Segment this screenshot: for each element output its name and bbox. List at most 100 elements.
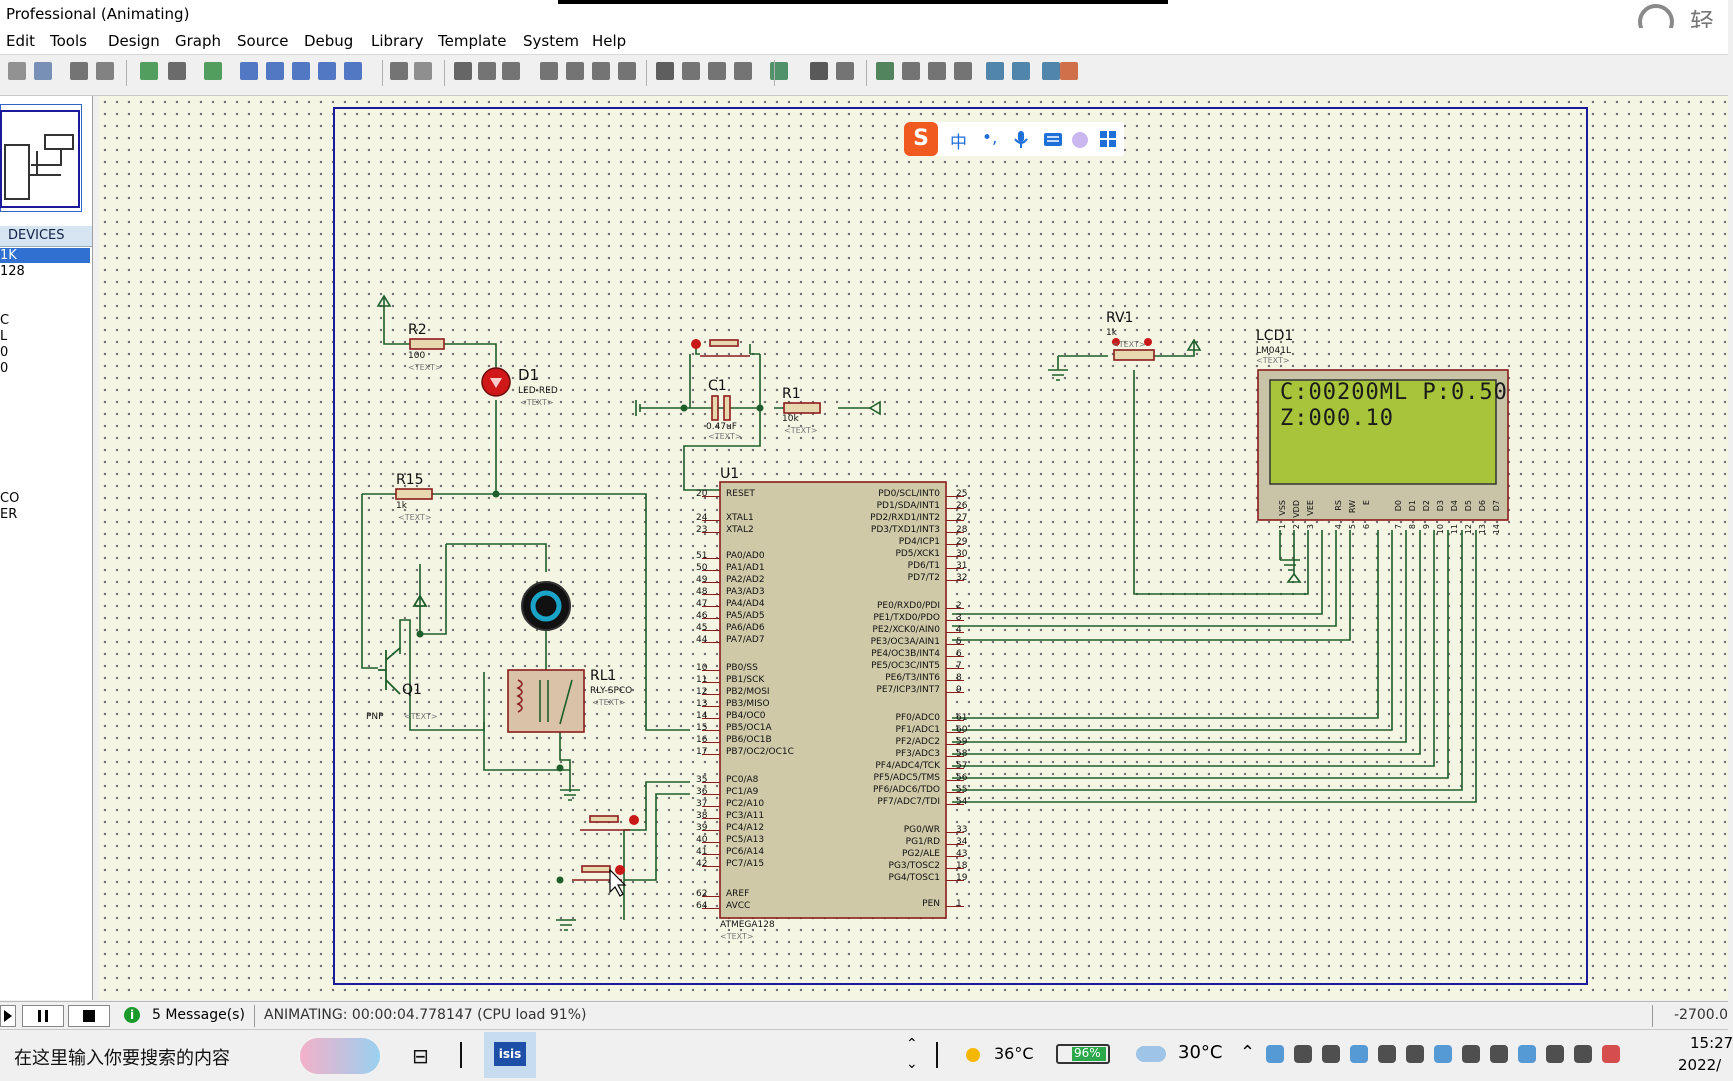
app-icon-3[interactable] (1518, 1045, 1536, 1063)
tools-icon[interactable] (1406, 1045, 1424, 1063)
device-item[interactable]: C (0, 312, 10, 328)
ares-icon[interactable] (1060, 62, 1078, 80)
wechat-icon[interactable] (1294, 1045, 1312, 1063)
weather-temp-1[interactable]: 36°C (994, 1044, 1034, 1063)
ground-rv1 (1048, 356, 1068, 381)
menu-source[interactable]: Source (237, 32, 289, 50)
pause-button[interactable] (22, 1005, 64, 1027)
menu-graph[interactable]: Graph (175, 32, 222, 50)
r2-value: 100 (408, 351, 426, 361)
zoom-out-icon[interactable] (292, 62, 310, 80)
open-icon[interactable] (8, 62, 26, 80)
menu-edit[interactable]: Edit (6, 32, 36, 50)
redo-icon[interactable] (414, 62, 432, 80)
input-method-icon[interactable] (1574, 1045, 1592, 1063)
pick-device-icon[interactable] (656, 62, 674, 80)
app-icon-2[interactable] (1490, 1045, 1508, 1063)
origin-icon[interactable] (204, 62, 222, 80)
menu-design[interactable]: Design (108, 32, 160, 50)
ime-punct-toggle[interactable]: •, (982, 128, 998, 148)
taskbar-search-input[interactable]: 在这里输入你要搜索的内容 (14, 1048, 230, 1069)
electrical-rules-icon[interactable] (1012, 62, 1030, 80)
block-move-icon[interactable] (566, 62, 584, 80)
menu-help[interactable]: Help (592, 32, 627, 50)
block-rotate-icon[interactable] (592, 62, 610, 80)
menu-debug[interactable]: Debug (304, 32, 354, 50)
menu-template[interactable]: Template (438, 32, 507, 50)
task-view-icon[interactable]: ⊟ (412, 1044, 429, 1068)
u1-pin-number: 57 (956, 761, 968, 771)
search-icon[interactable] (810, 62, 828, 80)
property-tool-icon[interactable] (836, 62, 854, 80)
clock-time[interactable]: 15:27 (1690, 1034, 1733, 1052)
menu-tools[interactable]: Tools (50, 32, 87, 50)
package-tool-icon[interactable] (708, 62, 726, 80)
new-sheet-icon[interactable] (902, 62, 920, 80)
grid-icon[interactable] (168, 62, 186, 80)
import-icon[interactable] (34, 62, 52, 80)
stop-button[interactable] (68, 1005, 110, 1027)
netlist-icon[interactable] (1042, 62, 1060, 80)
device-item[interactable]: 128 (0, 264, 25, 280)
volume-icon[interactable] (1322, 1045, 1340, 1063)
u1-pin-line (946, 668, 964, 669)
weather-temp-2[interactable]: 30°C (1178, 1042, 1223, 1063)
menu-library[interactable]: Library (371, 32, 424, 50)
ime-logo-icon[interactable]: S (904, 122, 938, 156)
info-icon[interactable]: i (124, 1007, 140, 1023)
lcd-pin-number: 13 (1478, 524, 1487, 535)
print-area-icon[interactable] (96, 62, 114, 80)
u1-pin-name: PA5/AD5 (726, 611, 765, 621)
ime-toolbar[interactable]: S 中 •, (904, 122, 1124, 156)
play-button[interactable] (0, 1005, 16, 1027)
device-item[interactable]: CO (0, 491, 20, 506)
device-item[interactable]: 0 (0, 361, 9, 377)
block-copy-icon[interactable] (540, 62, 558, 80)
bill-of-materials-icon[interactable] (986, 62, 1004, 80)
undo-icon[interactable] (390, 62, 408, 80)
design-explorer-icon[interactable] (876, 62, 894, 80)
pan-icon[interactable] (240, 62, 258, 80)
device-item[interactable]: ER (0, 507, 18, 523)
motor-icon (521, 581, 571, 631)
make-device-icon[interactable] (682, 62, 700, 80)
u1-pin-line (946, 680, 964, 681)
device-item[interactable]: 1K (0, 248, 90, 263)
copy-icon[interactable] (478, 62, 496, 80)
device-item[interactable]: 0 (0, 345, 9, 361)
cut-icon[interactable] (454, 62, 472, 80)
overview-window[interactable] (0, 104, 82, 212)
print-icon[interactable] (70, 62, 88, 80)
paste-icon[interactable] (502, 62, 520, 80)
u1-pin-number: 23 (696, 525, 708, 535)
device-item[interactable]: L (0, 329, 8, 344)
qq-icon-3[interactable] (1434, 1045, 1452, 1063)
u1-pin-line (946, 768, 964, 769)
keyboard-layout-icon[interactable] (1546, 1045, 1564, 1063)
network-icon[interactable] (1266, 1045, 1284, 1063)
menu-system[interactable]: System (523, 32, 579, 50)
isis-app-icon[interactable]: isis (484, 1032, 536, 1078)
taskbar-divider (460, 1042, 462, 1068)
clock-date[interactable]: 2022/ (1678, 1056, 1722, 1074)
tray-up-icon[interactable]: ⌃ (1240, 1042, 1256, 1063)
block-delete-icon[interactable] (618, 62, 636, 80)
remove-sheet-icon[interactable] (928, 62, 946, 80)
battery-icon[interactable]: 96% (1056, 1044, 1110, 1064)
qq-icon-2[interactable] (1378, 1045, 1396, 1063)
zoom-in-icon[interactable] (266, 62, 284, 80)
wps-icon[interactable] (1602, 1045, 1620, 1063)
r1-body (783, 402, 821, 414)
messages-count[interactable]: 5 Message(s) (152, 1007, 245, 1023)
decompose-icon[interactable] (734, 62, 752, 80)
qq-icon[interactable] (1350, 1045, 1368, 1063)
exit-to-parent-icon[interactable] (954, 62, 972, 80)
zoom-area-icon[interactable] (344, 62, 362, 80)
schematic-canvas[interactable] (99, 96, 1728, 1000)
ime-lang-toggle[interactable]: 中 (950, 133, 967, 153)
zoom-all-icon[interactable] (318, 62, 336, 80)
app-icon-1[interactable] (1462, 1045, 1480, 1063)
r15-text: <TEXT> (398, 513, 432, 522)
tray-chevron-icon[interactable]: ⌃⌄ (906, 1036, 918, 1072)
refresh-icon[interactable] (140, 62, 158, 80)
